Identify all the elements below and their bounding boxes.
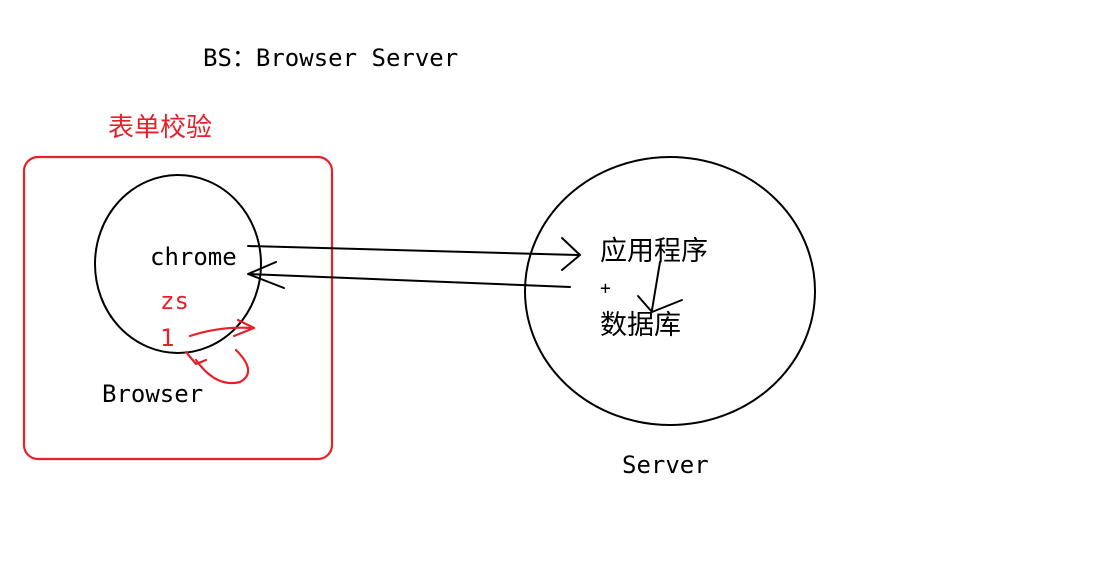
- validation-arrow-upper: [188, 318, 256, 338]
- plus-sign: +: [600, 278, 611, 299]
- browser-label: Browser: [102, 380, 204, 408]
- database-label: 数据库: [600, 310, 681, 341]
- validation-arrow-loop: [184, 348, 250, 385]
- program-to-database-arrow: [637, 261, 683, 313]
- validation-caption: 表单校验: [108, 113, 213, 143]
- browser-validation-box: [22, 155, 334, 461]
- application-program-label: 应用程序: [600, 236, 708, 267]
- request-arrow: [247, 237, 581, 271]
- diagram-title: BS：Browser Server: [203, 44, 459, 72]
- response-arrow: [247, 261, 571, 289]
- browser-circle: [94, 174, 262, 354]
- input-value-zs: zs: [160, 287, 189, 315]
- server-label: Server: [622, 451, 709, 479]
- input-value-1: 1: [160, 324, 175, 352]
- chrome-label: chrome: [150, 243, 237, 271]
- server-circle: [524, 156, 816, 426]
